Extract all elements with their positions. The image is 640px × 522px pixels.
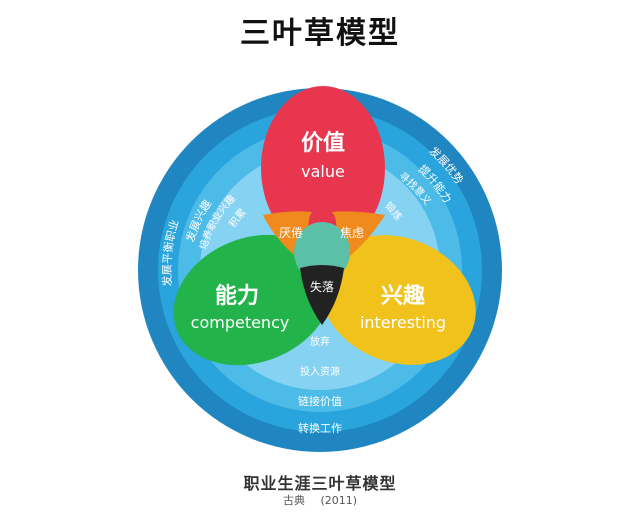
leaf-value bbox=[261, 86, 385, 250]
leaf-interesting-en: interesting bbox=[360, 313, 446, 332]
center-region bbox=[300, 265, 344, 325]
ring-bottom-4: 放弃 bbox=[310, 335, 330, 348]
year: (2011) bbox=[320, 494, 358, 507]
overlap-label-anxiety: 焦虑 bbox=[340, 226, 364, 240]
leaf-competency-en: competency bbox=[191, 313, 290, 332]
diagram-source: 古典 (2011) bbox=[0, 492, 640, 508]
author-name: 古典 bbox=[282, 494, 305, 507]
leaf-interesting bbox=[320, 235, 476, 365]
ring-bottom-3: 投入资源 bbox=[300, 365, 340, 378]
overlap-label-boredom: 厌倦 bbox=[279, 226, 303, 240]
ring-bottom-2: 链接价值 bbox=[298, 394, 342, 408]
leaf-value-zh: 价值 bbox=[301, 130, 345, 156]
page-title: 三叶草模型 bbox=[240, 16, 400, 51]
center-label-loss: 失落 bbox=[310, 279, 334, 294]
leaf-competency-zh: 能力 bbox=[215, 283, 259, 309]
leaf-value-en: value bbox=[301, 162, 345, 181]
ring-bottom-1: 转换工作 bbox=[298, 421, 342, 435]
leaf-interesting-zh: 兴趣 bbox=[381, 283, 425, 309]
leaf-competency bbox=[173, 234, 333, 366]
diagram-caption: 职业生涯三叶草模型 bbox=[243, 474, 397, 493]
